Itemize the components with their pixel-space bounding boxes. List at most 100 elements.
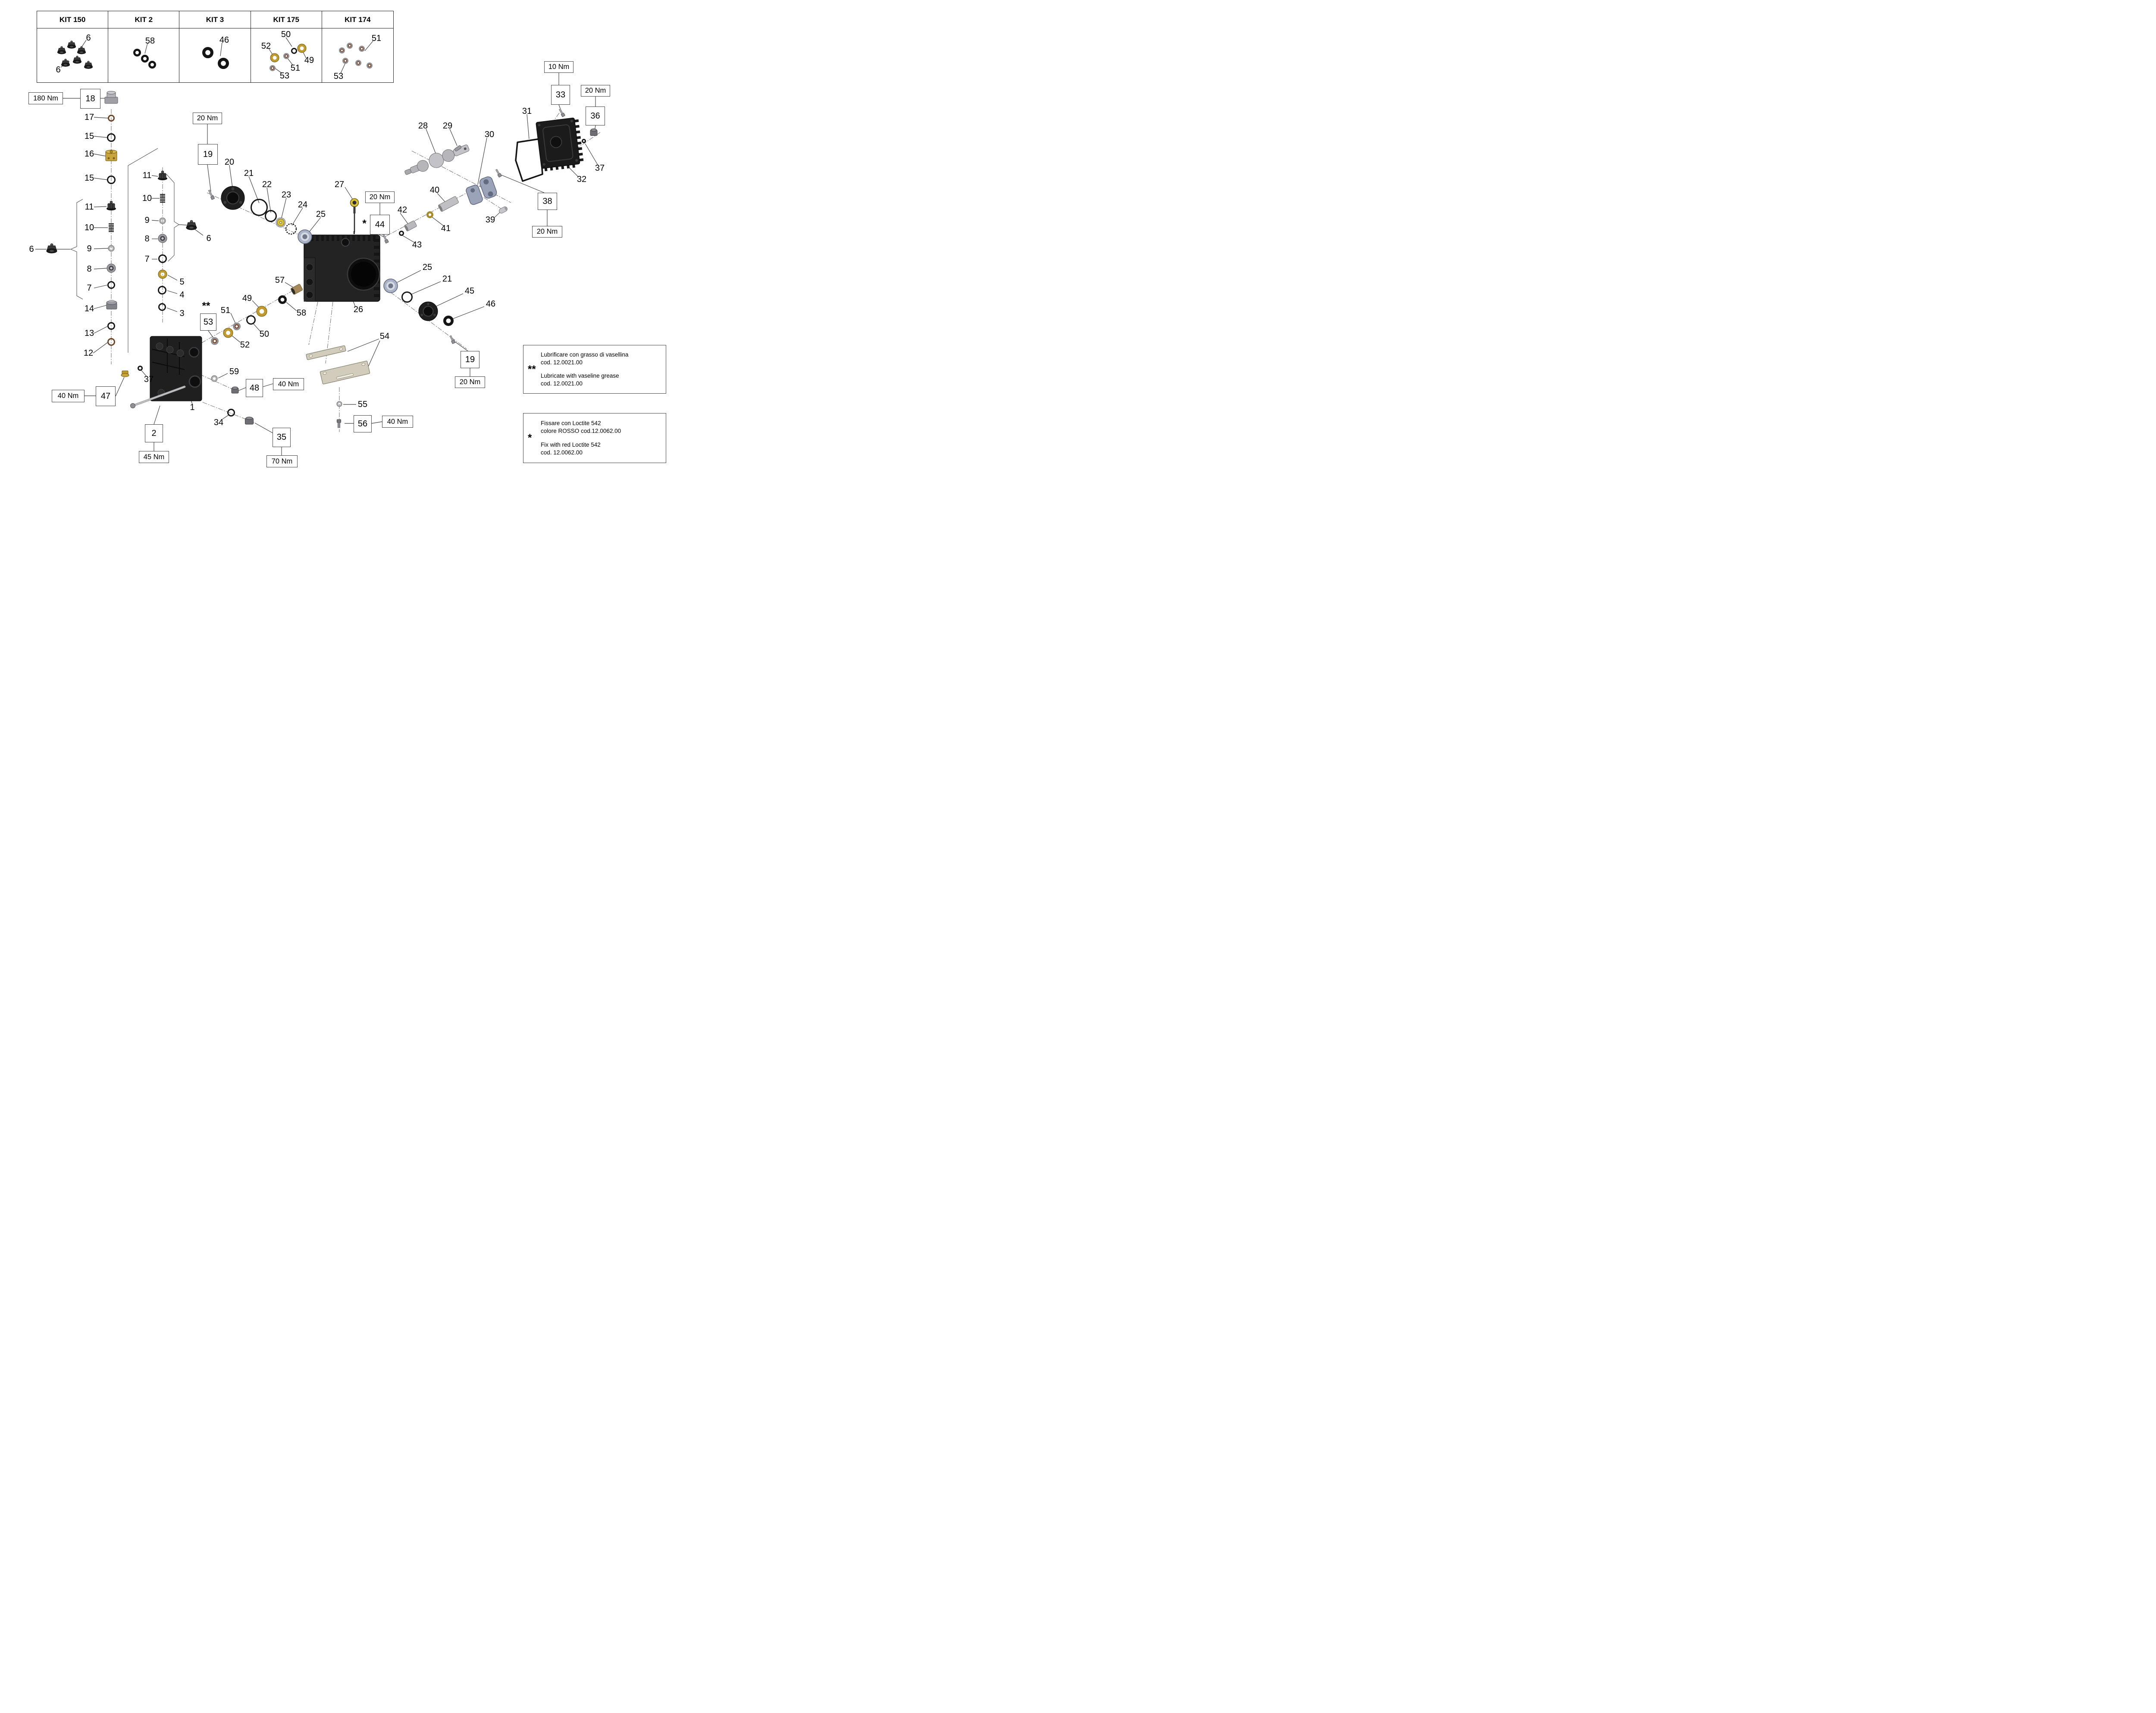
part-brassPlug xyxy=(121,370,129,377)
asterisk-marker: * xyxy=(528,432,532,444)
leader-line xyxy=(402,235,415,243)
part-sealS xyxy=(355,60,362,66)
part-seal xyxy=(202,47,214,58)
part-flange xyxy=(221,186,245,210)
leader-line xyxy=(151,220,159,221)
part-oring xyxy=(107,281,115,289)
note-lubricate-text: Lubrificare con grasso di vasellina cod.… xyxy=(541,351,628,388)
leader-line xyxy=(345,187,353,199)
exploded-parts-diagram: KIT 150 KIT 2 KIT 3 KIT 175 KIT 174 ** L… xyxy=(0,0,676,478)
kit-title-174: KIT 174 xyxy=(322,11,393,28)
part-spring xyxy=(109,223,114,232)
part-bracket xyxy=(320,360,370,385)
leader-line xyxy=(230,313,236,325)
part-spring xyxy=(160,194,165,203)
part-bearing xyxy=(383,279,398,293)
part-seal xyxy=(148,61,157,69)
part-crankcase xyxy=(304,235,380,302)
note-loctite-text: Fissare con Loctite 542 colore ROSSO cod… xyxy=(541,420,621,457)
part-oring xyxy=(251,199,268,216)
leader-line xyxy=(218,373,228,379)
part-seat xyxy=(158,234,167,243)
note-line: cod. 12.0062.00 xyxy=(541,449,583,456)
centerline xyxy=(199,374,237,391)
leader-line xyxy=(379,234,385,238)
leader-line xyxy=(207,164,211,192)
kit-table: KIT 150 KIT 2 KIT 3 KIT 175 KIT 174 xyxy=(37,11,394,83)
leader-line xyxy=(154,405,160,425)
leader-line xyxy=(94,153,106,157)
part-washerG xyxy=(159,217,166,224)
part-cyl xyxy=(438,196,459,212)
leader-line xyxy=(286,302,297,311)
part-oring xyxy=(158,286,166,294)
part-valve xyxy=(72,56,82,64)
leader-line xyxy=(501,175,545,193)
leader-line xyxy=(307,217,321,235)
kit-cell-3: KIT 3 xyxy=(179,11,251,82)
part-screw xyxy=(208,189,215,200)
part-pumphead xyxy=(150,336,202,401)
leader-line xyxy=(371,421,382,424)
part-oring xyxy=(265,210,277,222)
part-brassWasher xyxy=(426,211,434,218)
leader-line xyxy=(94,285,108,288)
leader-line xyxy=(144,43,148,54)
leader-line xyxy=(194,229,204,236)
part-brassRing xyxy=(223,328,233,338)
note-line: Fissare con Loctite 542 xyxy=(541,420,601,427)
part-sealS xyxy=(342,57,349,64)
kit-title-150: KIT 150 xyxy=(37,11,108,28)
note-lubricate-vaseline: ** Lubrificare con grasso di vasellina c… xyxy=(523,345,666,394)
note-line: Lubricate with vaseline grease xyxy=(541,373,619,379)
part-plugHex xyxy=(231,386,239,394)
part-oring xyxy=(158,303,166,311)
part-brassRing xyxy=(297,44,307,53)
leader-line xyxy=(433,293,464,308)
part-oring xyxy=(158,254,167,263)
part-sealS xyxy=(210,337,219,345)
leader-line xyxy=(94,268,107,269)
part-oring xyxy=(108,115,115,122)
leader-line xyxy=(274,67,282,74)
leader-line xyxy=(285,282,294,288)
leader-line xyxy=(281,197,287,220)
part-seal xyxy=(278,295,287,304)
part-oring xyxy=(107,322,115,330)
leader-line xyxy=(94,326,108,334)
part-washerG xyxy=(211,375,218,382)
part-flange xyxy=(418,301,438,321)
centerline xyxy=(385,185,481,237)
leader-line xyxy=(94,305,107,309)
part-brassRing xyxy=(158,269,167,279)
part-oring xyxy=(107,133,116,142)
part-keyp xyxy=(454,145,462,151)
kit-cell-174: KIT 174 xyxy=(322,11,393,82)
leader-line xyxy=(222,414,229,420)
leader-line xyxy=(364,41,373,51)
part-bracket xyxy=(306,345,346,360)
part-oring xyxy=(246,315,256,325)
leader-line xyxy=(367,340,380,370)
part-bearing xyxy=(298,229,312,244)
part-washerG xyxy=(108,245,115,252)
double-asterisk-marker: ** xyxy=(528,363,536,375)
kit-title-3: KIT 3 xyxy=(179,11,251,28)
leader-line xyxy=(263,383,273,387)
part-cover xyxy=(536,117,584,172)
centerline xyxy=(483,197,501,209)
leader-line xyxy=(453,306,485,319)
leader-line xyxy=(231,335,241,343)
note-line: colore ROSSO cod.12.0062.00 xyxy=(541,428,621,435)
part-sealS xyxy=(347,42,353,49)
leader-line xyxy=(437,193,445,202)
leader-line xyxy=(454,341,468,351)
part-valveCage xyxy=(107,200,116,210)
part-valve xyxy=(57,46,66,54)
leader-line xyxy=(411,281,441,295)
part-seal xyxy=(133,48,141,56)
part-valve xyxy=(46,243,57,254)
part-crank xyxy=(404,144,470,175)
part-sealS xyxy=(283,53,290,59)
kit-title-2: KIT 2 xyxy=(108,11,179,28)
